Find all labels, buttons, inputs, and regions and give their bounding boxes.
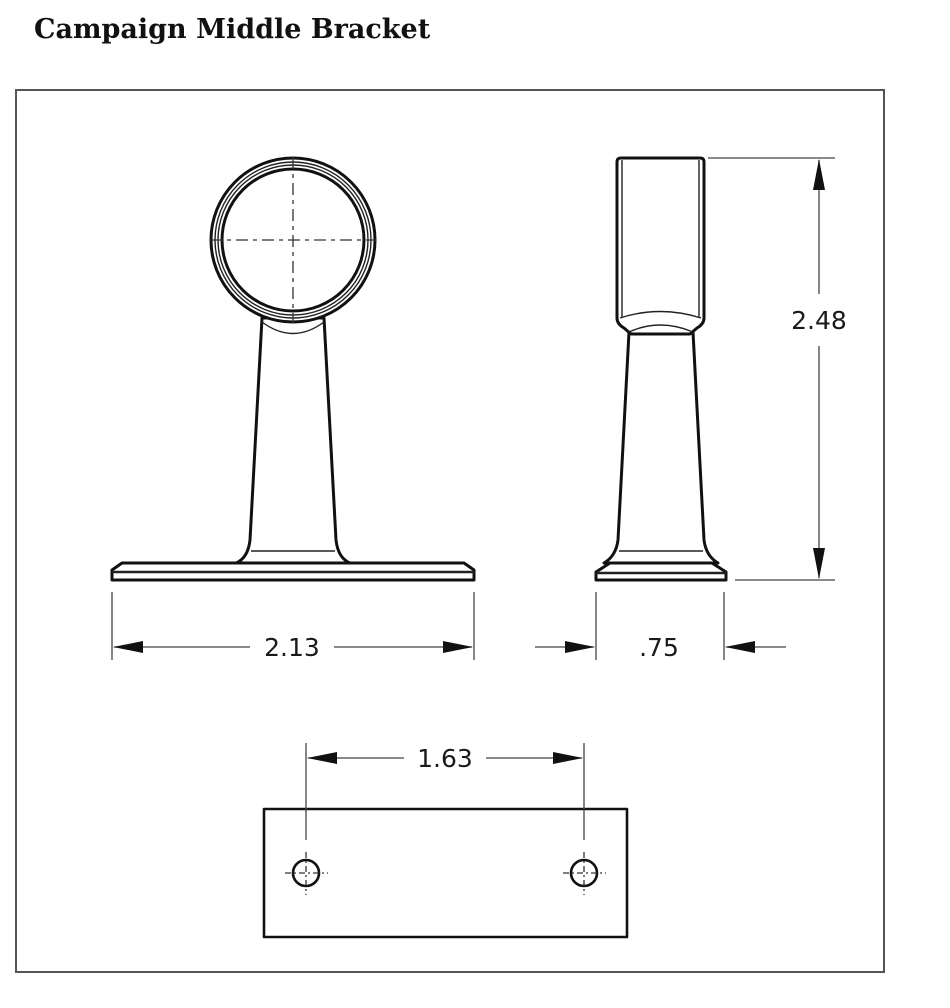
front-stem-neck-curve bbox=[261, 321, 325, 335]
side-top-block bbox=[615, 156, 706, 336]
dimension-overall-height: 2.48 bbox=[708, 157, 847, 581]
dimension-label-overall-height: 2.48 bbox=[791, 306, 847, 335]
dimension-base-width: 2.13 bbox=[111, 592, 475, 662]
dimension-hole-spacing: 1.63 bbox=[305, 743, 585, 840]
side-base-plate bbox=[594, 561, 728, 582]
dimension-label-base-width: 2.13 bbox=[264, 633, 320, 662]
dimension-base-depth: .75 bbox=[535, 592, 786, 662]
side-stem bbox=[602, 330, 720, 565]
side-view bbox=[594, 156, 728, 582]
dimension-label-hole-spacing: 1.63 bbox=[417, 744, 473, 773]
bottom-view bbox=[262, 807, 629, 939]
side-neck-curve-lower bbox=[628, 324, 694, 333]
front-view bbox=[110, 156, 476, 582]
side-neck-curve-upper bbox=[619, 310, 702, 319]
page-title: Campaign Middle Bracket bbox=[34, 14, 431, 45]
drawing-frame bbox=[15, 89, 885, 973]
front-stem bbox=[234, 316, 352, 565]
dimension-label-base-depth: .75 bbox=[639, 633, 679, 662]
